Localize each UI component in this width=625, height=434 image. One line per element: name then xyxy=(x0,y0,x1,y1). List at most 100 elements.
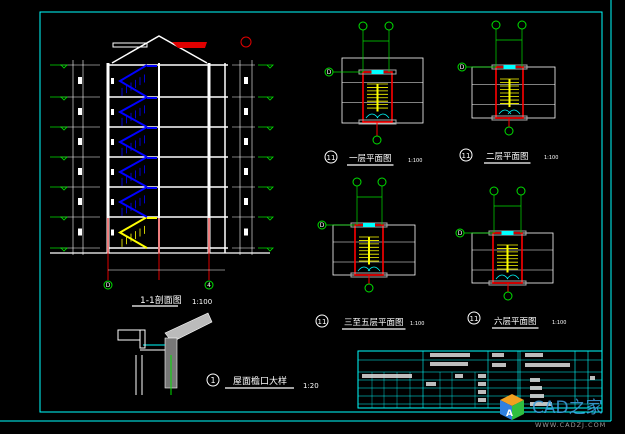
plan-outline xyxy=(332,224,416,276)
plan-number-circle xyxy=(459,148,473,162)
title-block-text xyxy=(478,398,486,402)
detail-scale: 1:20 xyxy=(303,382,319,390)
axis-bubble xyxy=(377,177,387,187)
title-block-text xyxy=(530,402,552,406)
svg-text:A: A xyxy=(506,409,513,419)
plan-scale: 1:100 xyxy=(544,155,558,161)
stair-flight xyxy=(118,64,148,98)
title-block-text xyxy=(525,353,543,357)
door-swing xyxy=(495,274,520,280)
plan-outline xyxy=(341,57,424,124)
level-marker-right xyxy=(258,156,274,161)
plan-scale: 1:100 xyxy=(408,158,422,164)
level-marker-left xyxy=(50,126,68,131)
plan-number: 11 xyxy=(470,315,479,323)
plan-number: 11 xyxy=(327,154,336,162)
drawing-frame xyxy=(39,11,603,413)
title-block-text xyxy=(430,362,468,366)
title-block-text xyxy=(530,394,544,398)
axis-label: D xyxy=(460,64,465,71)
axis-bubble xyxy=(517,20,527,30)
detail-number: 1 xyxy=(210,376,215,385)
dimension-text xyxy=(244,228,248,236)
plan-outline xyxy=(471,232,554,284)
dimension-text xyxy=(244,168,248,175)
title-block-text xyxy=(492,363,506,367)
section-title: 1-1剖面图 xyxy=(140,294,182,306)
detail-callout-icon xyxy=(240,36,252,48)
window xyxy=(501,231,514,235)
section-drawing: D 4 1-1剖面图 1:100 xyxy=(50,35,274,307)
axis-label: D xyxy=(327,69,332,76)
section-scale: 1:100 xyxy=(192,298,212,306)
axis-bubble xyxy=(457,62,467,72)
stair-landing xyxy=(147,127,157,129)
plan-number: 11 xyxy=(462,152,471,160)
level-marker-left xyxy=(50,186,68,191)
title-block-text xyxy=(530,386,542,390)
axis-bubble xyxy=(504,126,514,136)
floor-plan-2: D 11 二层平面图 1:100 xyxy=(457,20,558,164)
floor-plan-3: D 11 三至五层平面图 1:100 xyxy=(315,177,424,330)
roof-slab-hatch xyxy=(164,312,213,343)
stair-landing xyxy=(147,65,157,67)
stair-flight xyxy=(117,156,148,188)
axis-label: D xyxy=(320,222,325,229)
plan-title: 六层平面图 xyxy=(494,316,537,327)
axis-bubble xyxy=(516,186,526,196)
stair-flight xyxy=(117,96,148,128)
window-mark xyxy=(111,109,114,115)
door-swing xyxy=(365,113,390,119)
title-block-text xyxy=(362,374,412,378)
title-block-text xyxy=(426,382,436,386)
door-swing xyxy=(498,109,521,115)
dimension-text xyxy=(78,168,82,175)
plan-number-circle xyxy=(315,314,329,328)
detail-title: 屋面檐口大样 xyxy=(233,375,287,387)
level-marker-left xyxy=(50,96,68,101)
plan-title: 二层平面图 xyxy=(486,152,529,162)
door-swing xyxy=(357,266,381,272)
dimension-text xyxy=(78,108,82,115)
stair-landing xyxy=(147,157,157,159)
level-marker-right xyxy=(258,126,274,131)
watermark-brand: CAD之家 xyxy=(532,398,603,418)
title-block-text xyxy=(478,374,486,378)
plan-title: 一层平面图 xyxy=(349,154,392,164)
dimension-text xyxy=(78,138,82,145)
dimension-text xyxy=(244,198,248,205)
title-block-text xyxy=(492,353,504,357)
axis-bubble xyxy=(358,21,368,31)
window-mark xyxy=(111,139,114,145)
plan-number: 11 xyxy=(318,318,327,326)
stair-landing xyxy=(147,217,157,219)
title-block-text xyxy=(530,378,540,382)
axis-label: D xyxy=(106,282,111,289)
stair-landing xyxy=(147,187,157,189)
eave-detail-drawing: 1 屋面檐口大样 1:20 xyxy=(117,312,319,395)
axis-bubble xyxy=(491,20,501,30)
window-mark xyxy=(111,229,114,236)
dimension-text xyxy=(78,228,82,236)
window xyxy=(503,65,516,69)
window xyxy=(363,223,375,227)
plan-scale: 1:100 xyxy=(410,321,424,327)
detail-number-circle xyxy=(206,373,220,387)
title-block-text xyxy=(478,382,486,386)
axis-bubble xyxy=(503,291,513,301)
level-marker-right xyxy=(258,247,274,252)
axis-bubble-4: 4 xyxy=(204,280,214,290)
dimension-text xyxy=(244,108,248,115)
title-block-text xyxy=(430,353,470,357)
plan-number-circle xyxy=(324,150,338,164)
cube-logo-icon: A xyxy=(500,394,524,420)
stair-landing xyxy=(147,97,157,99)
window-mark xyxy=(111,199,114,205)
plan-title: 三至五层平面图 xyxy=(344,318,404,328)
title-block-text xyxy=(478,390,486,394)
stair-flight xyxy=(117,216,148,249)
level-marker-right xyxy=(258,216,274,221)
plan-number-circle xyxy=(467,311,481,325)
